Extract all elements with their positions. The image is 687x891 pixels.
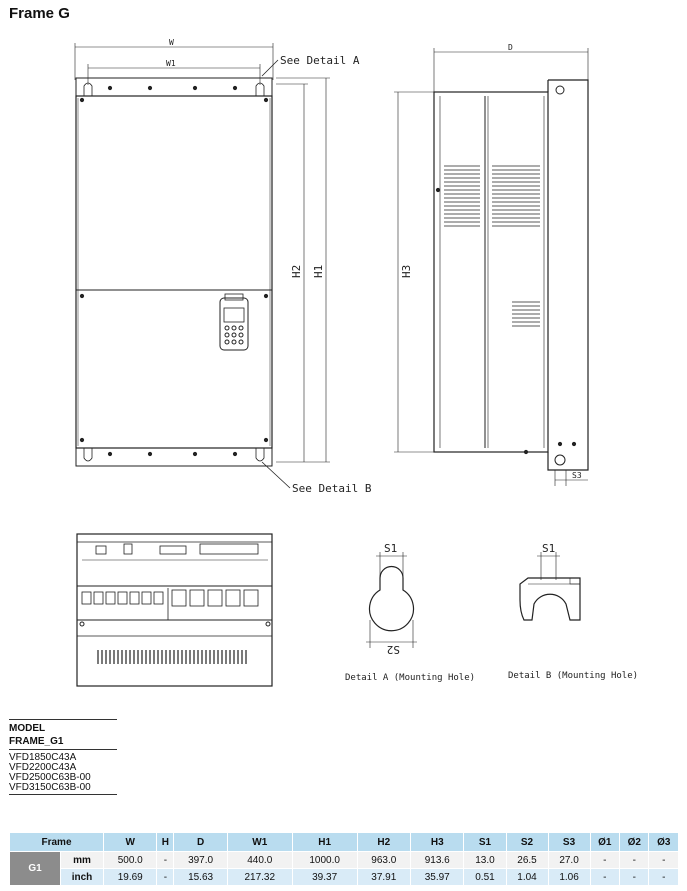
table-cell: 15.63: [173, 868, 228, 886]
bottom-view: [76, 533, 273, 687]
table-cell: 440.0: [226, 851, 293, 869]
label-s1-a: S1: [384, 542, 397, 555]
label-h1: H1: [312, 265, 325, 278]
table-cell: 500.0: [102, 851, 158, 869]
table-cell: 963.0: [356, 851, 412, 869]
col-header: H1: [291, 832, 358, 852]
model-heading: MODEL: [9, 723, 46, 734]
label-h3: H3: [400, 265, 413, 278]
table-cell: 1000.0: [291, 851, 358, 869]
model-item: VFD1850C43A: [9, 752, 77, 763]
table-header-row: Frame W H D W1 H1 H2 H3 S1 S2 S3 Ø1 Ø2 Ø…: [9, 832, 679, 852]
table-cell: 397.0: [173, 851, 228, 869]
table-row: inch 19.69 - 15.63 217.32 39.37 37.91 35…: [10, 868, 679, 886]
label-s1-b: S1: [542, 542, 555, 555]
table-cell: 13.0: [463, 851, 507, 869]
front-view: W W1 See Detail A: [74, 38, 372, 495]
col-header: S2: [505, 832, 549, 852]
col-header: H2: [356, 832, 412, 852]
table-cell: 0.51: [463, 868, 507, 886]
col-header: Frame: [9, 832, 104, 852]
detail-b: S1 Detail B (Mounting Hole): [508, 542, 638, 681]
col-header: Ø2: [619, 832, 650, 852]
col-header: S3: [547, 832, 591, 852]
label-s2: S2: [387, 643, 400, 656]
table-cell: -: [619, 851, 650, 869]
model-item: VFD2200C43A: [9, 762, 77, 773]
see-detail-b: See Detail B: [292, 482, 372, 495]
model-item: VFD2500C63B-00: [9, 772, 91, 783]
col-header: D: [173, 832, 228, 852]
model-item: VFD3150C63B-00: [9, 782, 91, 793]
page-title: Frame G: [9, 5, 70, 22]
rule-mid: [9, 749, 117, 750]
table-cell: 37.91: [356, 868, 412, 886]
label-s3: S3: [572, 471, 582, 480]
rule-top: [9, 719, 117, 720]
dimension-table: Frame W H D W1 H1 H2 H3 S1 S2 S3 Ø1 Ø2 Ø…: [9, 832, 679, 886]
see-detail-a: See Detail A: [280, 54, 360, 67]
table-cell: -: [156, 851, 175, 869]
table-cell: -: [589, 851, 621, 869]
table-cell: -: [648, 851, 679, 869]
rule-bottom: [9, 794, 117, 795]
table-cell: 35.97: [410, 868, 465, 886]
table-cell: 1.04: [505, 868, 549, 886]
col-header: W1: [226, 832, 293, 852]
table-cell: -: [589, 868, 621, 886]
detail-a: S1 S2 Detail A (Mounting Hole): [345, 542, 475, 683]
col-header: Ø1: [589, 832, 621, 852]
table-cell: 913.6: [410, 851, 465, 869]
unit-cell: inch: [60, 868, 104, 886]
col-header: S1: [463, 832, 507, 852]
label-h2: H2: [290, 265, 303, 278]
label-w: W: [169, 38, 174, 47]
label-d: D: [508, 43, 513, 52]
detail-a-caption: Detail A (Mounting Hole): [345, 673, 475, 683]
table-cell: 1.06: [547, 868, 591, 886]
label-w1: W1: [166, 59, 176, 68]
table-cell: 39.37: [291, 868, 358, 886]
table-cell: 26.5: [505, 851, 549, 869]
col-header: H3: [410, 832, 465, 852]
table-cell: -: [648, 868, 679, 886]
table-cell: -: [619, 868, 650, 886]
detail-b-caption: Detail B (Mounting Hole): [508, 671, 638, 681]
frame-heading: FRAME_G1: [9, 736, 64, 747]
side-view: D H3: [394, 43, 589, 486]
table-cell: 217.32: [226, 868, 293, 886]
frame-cell: G1: [9, 851, 61, 886]
model-block: MODEL FRAME_G1 VFD1850C43A VFD2200C43A V…: [9, 719, 117, 798]
col-header: W: [102, 832, 158, 852]
col-header: Ø3: [648, 832, 679, 852]
table-cell: -: [156, 868, 175, 886]
col-header: H: [156, 832, 175, 852]
table-row: G1 mm 500.0 - 397.0 440.0 1000.0 963.0 9…: [9, 851, 679, 886]
table-cell: 19.69: [102, 868, 158, 886]
frame-drawing: W W1 See Detail A: [74, 38, 638, 687]
table-cell: 27.0: [547, 851, 591, 869]
unit-cell: mm: [60, 851, 104, 869]
